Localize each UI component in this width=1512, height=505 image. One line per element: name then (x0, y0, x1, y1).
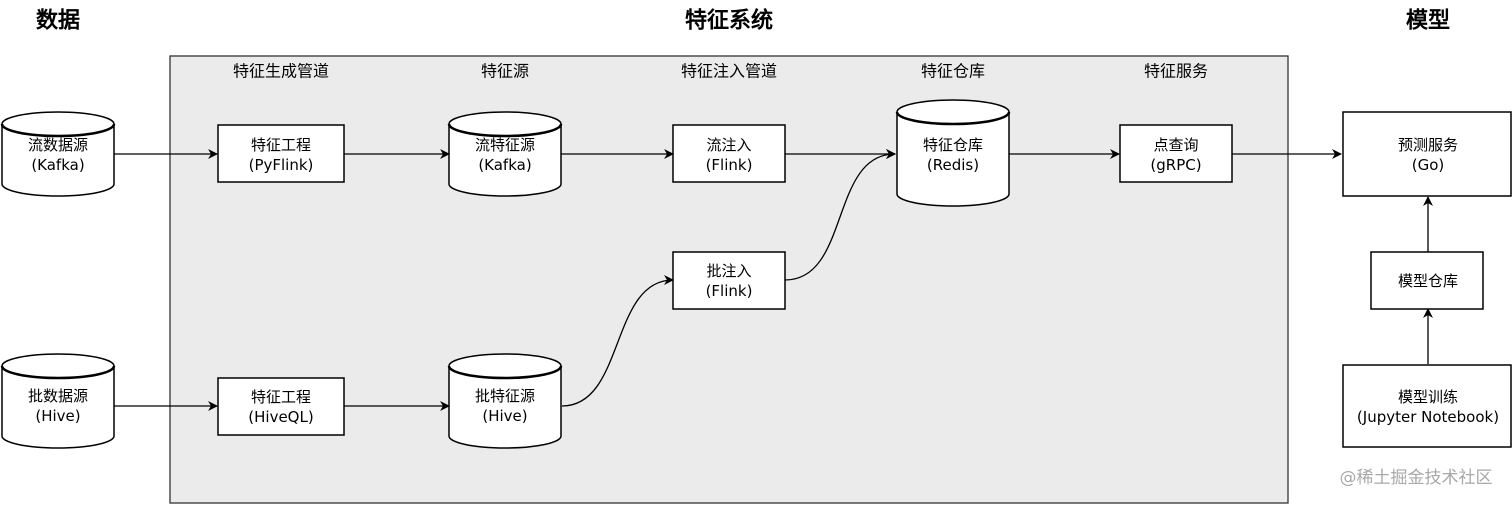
node-sublabel: (Jupyter Notebook) (1357, 408, 1499, 426)
node-label: 模型训练 (1398, 388, 1458, 406)
node-sublabel: (Go) (1412, 156, 1445, 174)
group-label-store: 特征仓库 (921, 62, 985, 81)
feature-engineering-pyflink: 特征工程 (PyFlink) (217, 124, 345, 183)
node-sublabel: (Hive) (482, 407, 527, 425)
section-title-model: 模型 (1406, 9, 1450, 34)
section-title-feature-system: 特征系统 (685, 8, 773, 34)
stream-inject: 流注入 (Flink) (672, 124, 786, 183)
node-sublabel: (Kafka) (478, 156, 531, 174)
node-label: 特征仓库 (923, 136, 983, 154)
node-label: 模型仓库 (1398, 272, 1458, 290)
feature-store: 特征仓库 (Redis) (895, 99, 1011, 207)
node-label: 特征工程 (251, 136, 311, 154)
node-label: 预测服务 (1398, 136, 1458, 154)
node-sublabel: (Redis) (927, 156, 979, 174)
stream-feature-source: 流特征源 (Kafka) (447, 111, 563, 197)
prediction-service: 预测服务 (Go) (1342, 111, 1512, 197)
edge-batch-feature-source-to-batch-inject (561, 275, 674, 407)
group-label-service: 特征服务 (1144, 62, 1208, 81)
node-label: 流注入 (706, 136, 751, 154)
watermark: @稀土掘金技术社区 (1340, 468, 1493, 488)
feature-engineering-hiveql: 特征工程 (HiveQL) (217, 377, 345, 436)
edges (114, 149, 1433, 411)
model-repository: 模型仓库 (1370, 251, 1484, 310)
node-label: 特征工程 (251, 388, 311, 406)
group-label-generation: 特征生成管道 (233, 62, 329, 81)
group-label-injection: 特征注入管道 (681, 62, 777, 81)
node-label: 点查询 (1153, 136, 1198, 154)
node-sublabel: (Flink) (706, 282, 753, 300)
edge-batch-inject-to-feature-store (784, 149, 896, 281)
node-label: 流特征源 (475, 136, 535, 154)
node-label: 批注入 (706, 262, 751, 280)
node-label: 流数据源 (28, 136, 88, 154)
point-query: 点查询 (gRPC) (1119, 124, 1233, 183)
stream-data-source: 流数据源 (Kafka) (0, 111, 116, 197)
section-title-data: 数据 (36, 8, 80, 34)
node-sublabel: (Hive) (35, 407, 80, 425)
group-label-source: 特征源 (481, 62, 529, 81)
model-training: 模型训练 (Jupyter Notebook) (1342, 364, 1512, 448)
node-sublabel: (Flink) (706, 156, 753, 174)
node-sublabel: (PyFlink) (249, 156, 314, 174)
batch-inject: 批注入 (Flink) (672, 251, 786, 310)
batch-feature-source: 批特征源 (Hive) (447, 353, 563, 449)
node-sublabel: (Kafka) (31, 156, 84, 174)
node-sublabel: (gRPC) (1150, 156, 1201, 174)
node-label: 批特征源 (475, 387, 535, 405)
batch-data-source: 批数据源 (Hive) (0, 353, 116, 449)
node-sublabel: (HiveQL) (248, 408, 313, 426)
node-label: 批数据源 (28, 387, 88, 405)
